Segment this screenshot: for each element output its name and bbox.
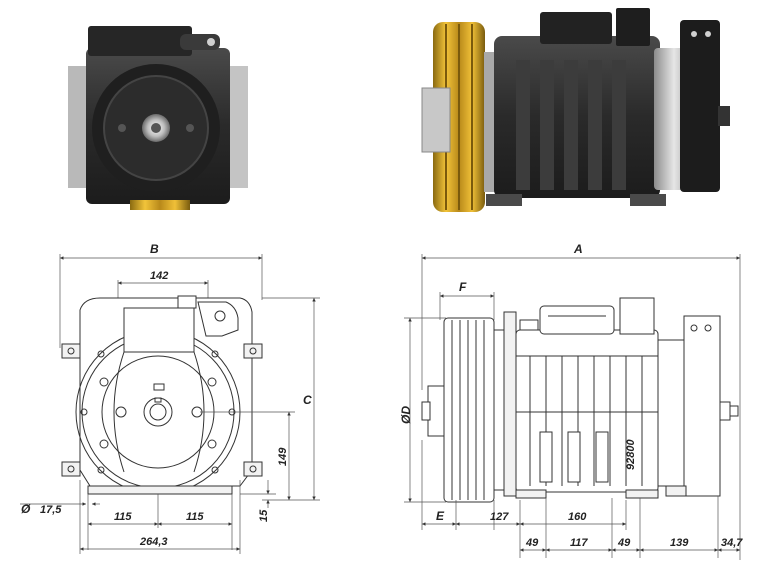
mount-plate: [484, 52, 496, 192]
dim-F: F: [459, 280, 467, 294]
photo-front-view: [68, 26, 248, 210]
dim-139: 139: [670, 537, 689, 549]
dim-264-3: 264,3: [139, 536, 168, 548]
dim-115-left: 115: [114, 511, 132, 523]
side-top-box-2: [619, 297, 655, 335]
dim-149: 149: [277, 447, 289, 466]
dim-dia-symbol: Ø: [21, 502, 31, 516]
dim-127: 127: [490, 511, 509, 523]
dim-117: 117: [570, 537, 588, 549]
side-encoder-cover: [683, 315, 721, 497]
dim-C: C: [303, 393, 312, 407]
side-engraving: 92800: [625, 439, 637, 470]
dim-49-left: 49: [525, 537, 539, 549]
brake-block: [88, 26, 192, 56]
dim-17-5: 17,5: [40, 504, 62, 516]
front-housing-outline: [79, 297, 253, 487]
dim-B: B: [150, 242, 159, 256]
dim-E: E: [436, 509, 445, 523]
shaft-plate: [421, 87, 451, 153]
top-box-2: [616, 8, 650, 46]
lever-pin: [207, 38, 215, 46]
brake-lever: [180, 34, 220, 50]
side-encoder-drum: [657, 339, 685, 487]
dim-D: ØD: [399, 406, 413, 424]
dim-142: 142: [150, 270, 168, 282]
front-brake-block: [123, 307, 195, 353]
dim-49-right: 49: [617, 537, 631, 549]
sheave-bottom: [130, 200, 190, 210]
dim-160: 160: [568, 511, 587, 523]
dim-115-right: 115: [186, 511, 204, 523]
dim-34-7: 34,7: [721, 537, 743, 549]
side-plate-right: [226, 66, 248, 188]
side-plate-left: [68, 66, 90, 188]
drawing-side-view: A F ØD: [399, 242, 743, 560]
top-box-1: [540, 12, 612, 44]
dim-A: A: [573, 242, 583, 256]
photo-side-view: [421, 8, 730, 212]
drawing-front-view: B 142: [20, 242, 320, 554]
side-top-box-1: [539, 305, 615, 335]
encoder-cover: [680, 20, 720, 192]
dim-15: 15: [258, 509, 270, 522]
